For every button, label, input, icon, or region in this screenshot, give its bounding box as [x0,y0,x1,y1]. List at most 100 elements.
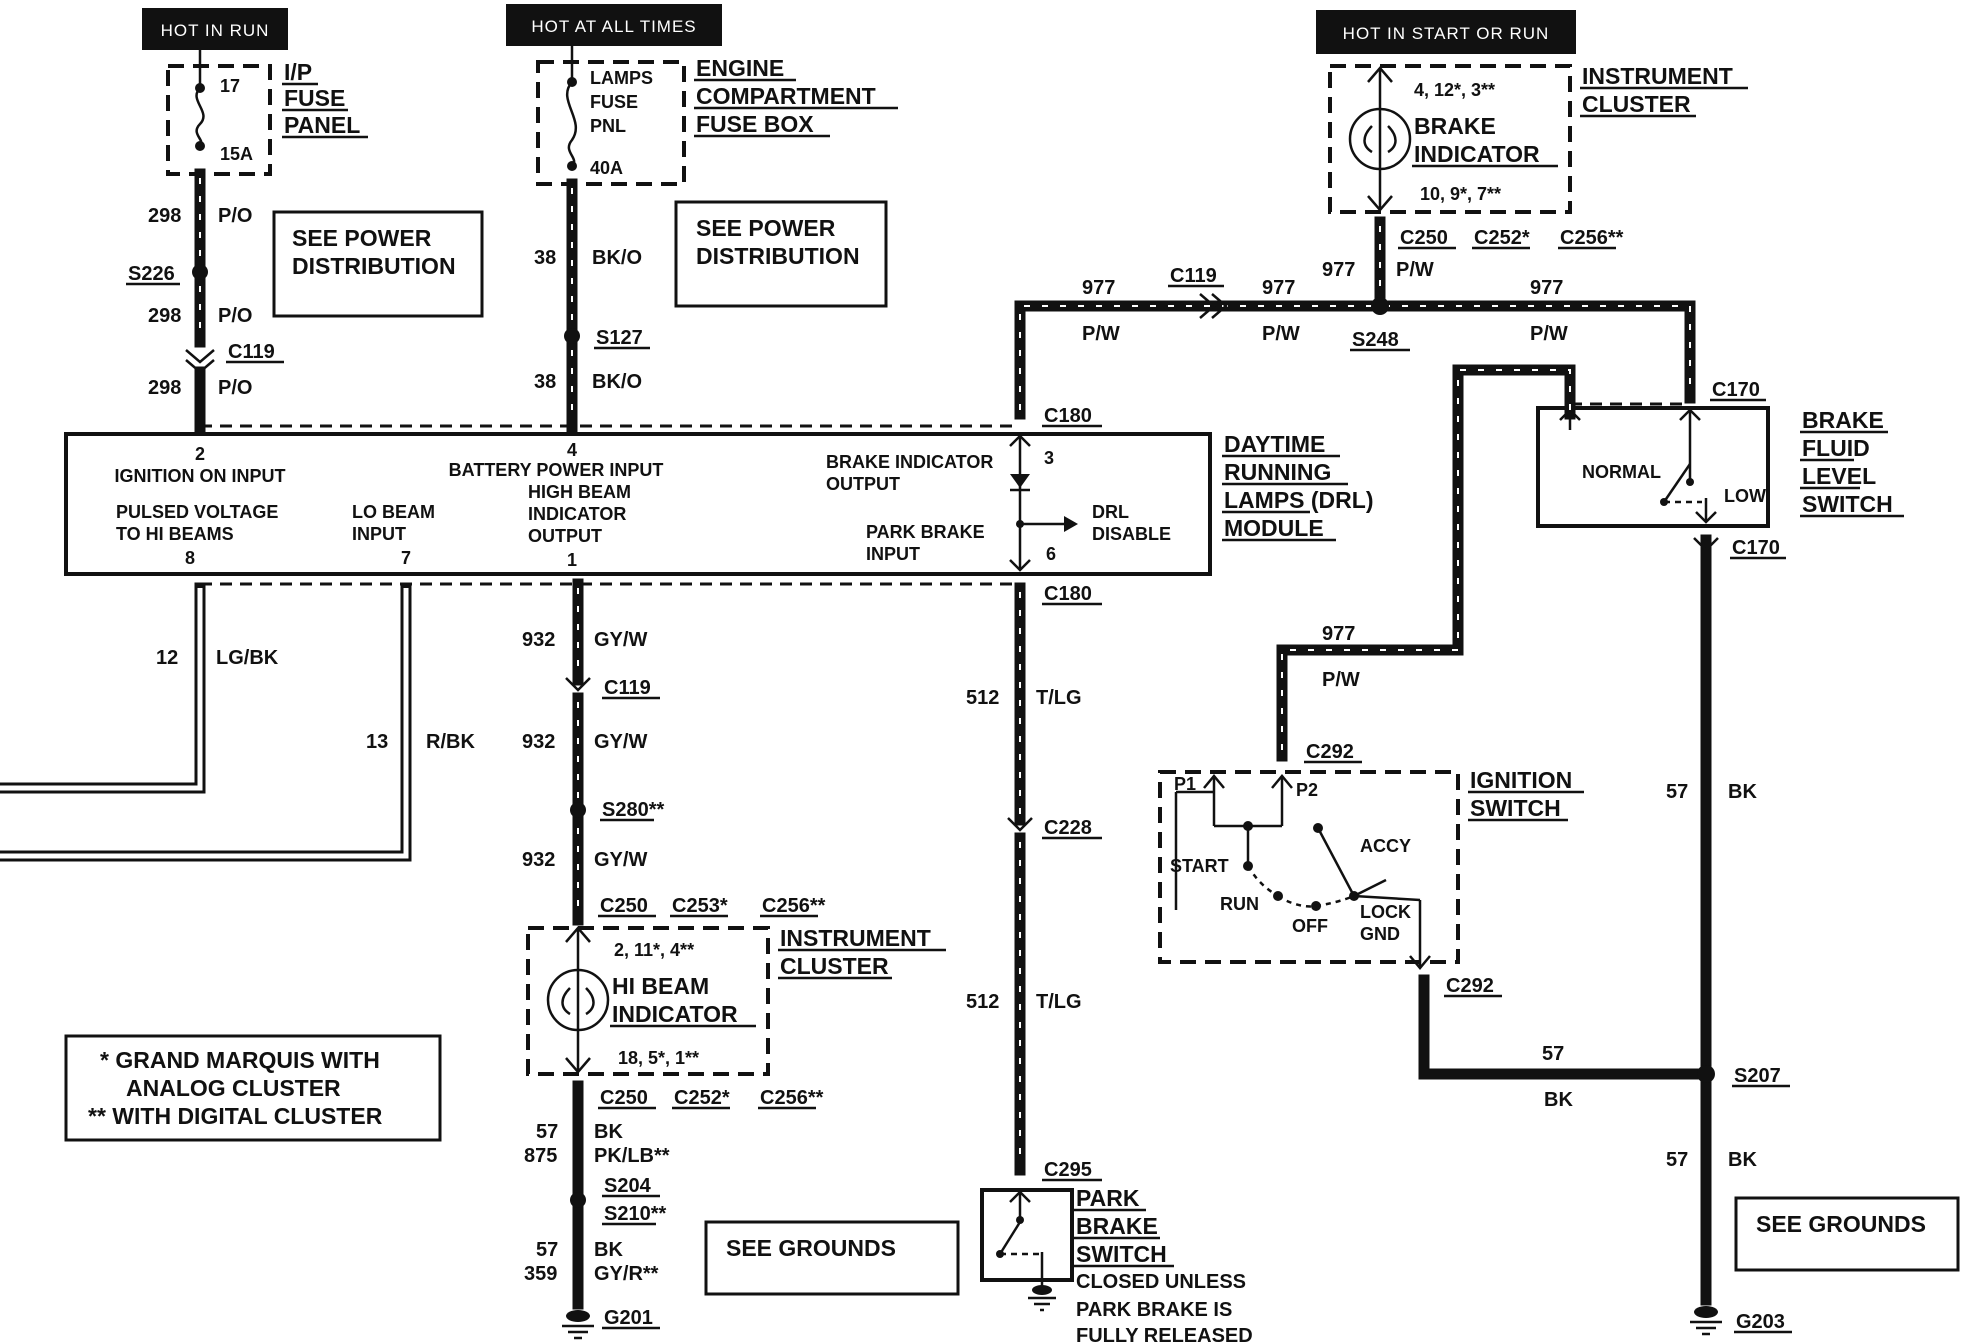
brake-indicator-lamp-icon [1348,107,1412,171]
svg-text:SWITCH: SWITCH [1802,491,1893,517]
header-hot-in-start-or-run: HOT IN START OR RUN [1316,10,1576,54]
svg-text:C180: C180 [1044,405,1092,427]
svg-text:PANEL: PANEL [284,112,360,138]
ip-fuse-panel: 17 15A I/P FUSE PANEL [166,50,368,176]
svg-text:S226: S226 [128,263,175,285]
svg-text:7: 7 [401,548,411,568]
svg-text:BRAKE INDICATOR: BRAKE INDICATOR [826,452,993,472]
svg-text:C180: C180 [1044,583,1092,605]
svg-text:6: 6 [1046,544,1056,564]
svg-text:DAYTIME: DAYTIME [1224,431,1325,457]
svg-text:359: 359 [524,1263,557,1285]
svg-text:BRAKE: BRAKE [1076,1213,1158,1239]
svg-text:HIGH BEAM: HIGH BEAM [528,482,631,502]
svg-text:BK/O: BK/O [592,247,642,269]
svg-text:C253*: C253* [672,895,728,917]
cluster-top-connectors: C250 C252* C256** [1398,227,1624,250]
svg-text:10, 9*, 7**: 10, 9*, 7** [1420,184,1501,204]
svg-text:C119: C119 [604,677,651,699]
svg-text:2, 11*, 4**: 2, 11*, 4** [614,940,694,960]
svg-text:P/O: P/O [218,205,252,227]
park-brake-switch: PARK BRAKE SWITCH CLOSED UNLESS PARK BRA… [980,1185,1253,1344]
svg-text:T/LG: T/LG [1036,991,1082,1013]
svg-text:C256**: C256** [760,1087,824,1109]
ground-wire-g201: C250 C252* C256** 57 BK 875 PK/LB** S204… [524,1080,824,1340]
svg-text:298: 298 [148,305,181,327]
splice-s127 [564,328,580,344]
wire-512: 512 T/LG C228 512 T/LG C295 [966,582,1102,1182]
brake-fluid-level-switch: NORMAL LOW C170 C170 BRAKE FLUID LEVEL S… [1536,379,1904,560]
wire-932: 932 GY/W C119 932 GY/W S280** 932 GY/W C… [522,578,826,926]
svg-text:2: 2 [195,444,205,464]
svg-text:38: 38 [534,371,556,393]
svg-text:ENGINE: ENGINE [696,55,784,81]
svg-text:FUSE: FUSE [590,92,638,112]
see-grounds-box-left: SEE GROUNDS [704,1220,960,1296]
svg-text:CLOSED UNLESS: CLOSED UNLESS [1076,1271,1246,1293]
svg-text:FULLY RELEASED: FULLY RELEASED [1076,1325,1253,1344]
svg-text:C228: C228 [1044,817,1092,839]
svg-text:P/O: P/O [218,305,252,327]
svg-text:* GRAND MARQUIS WITH: * GRAND MARQUIS WITH [100,1047,380,1073]
fuse-symbol [195,87,205,147]
svg-text:932: 932 [522,629,555,651]
svg-text:C250: C250 [600,895,648,917]
svg-text:SEE GROUNDS: SEE GROUNDS [1756,1211,1926,1237]
svg-text:DISTRIBUTION: DISTRIBUTION [292,253,456,279]
svg-text:3: 3 [1044,448,1054,468]
svg-text:** WITH DIGITAL CLUSTER: ** WITH DIGITAL CLUSTER [88,1103,383,1129]
svg-text:BK: BK [1544,1089,1573,1111]
svg-text:BK: BK [594,1121,623,1143]
ground-icon [1690,1306,1722,1336]
header-hot-at-all-times: HOT AT ALL TIMES [506,4,722,46]
svg-text:932: 932 [522,731,555,753]
svg-text:R/BK: R/BK [426,731,475,753]
svg-text:P/W: P/W [1322,669,1360,691]
svg-text:START: START [1170,856,1229,876]
header-hot-in-run: HOT IN RUN [142,8,288,50]
svg-text:977: 977 [1530,277,1563,299]
svg-text:INDICATOR: INDICATOR [528,504,626,524]
svg-text:SEE POWER: SEE POWER [696,215,836,241]
svg-text:12: 12 [156,647,178,669]
svg-text:57: 57 [1666,1149,1688,1171]
svg-text:ANALOG CLUSTER: ANALOG CLUSTER [126,1075,341,1101]
see-grounds-box-right: SEE GROUNDS [1734,1196,1960,1272]
wire-298: 298 P/O S226 298 P/O C119 298 P/O [126,168,284,434]
svg-text:OUTPUT: OUTPUT [528,526,602,546]
svg-text:C250: C250 [600,1087,648,1109]
svg-text:INPUT: INPUT [352,524,406,544]
svg-text:1: 1 [567,550,577,570]
splice-s226 [192,264,208,280]
svg-text:P1: P1 [1174,774,1196,794]
svg-text:PARK BRAKE: PARK BRAKE [866,522,985,542]
wire-12-13: 12 LG/BK 13 R/BK [0,582,475,862]
ground-wire-g203: 57 BK 57 BK S207 57 BK G203 [1418,534,1792,1336]
svg-text:18, 5*, 1**: 18, 5*, 1** [618,1048,699,1068]
svg-text:PULSED VOLTAGE: PULSED VOLTAGE [116,502,278,522]
svg-text:HOT IN RUN: HOT IN RUN [161,21,270,40]
svg-text:977: 977 [1322,259,1355,281]
svg-text:S127: S127 [596,327,643,349]
svg-text:LO BEAM: LO BEAM [352,502,435,522]
svg-text:4, 12*, 3**: 4, 12*, 3** [1414,80,1495,100]
svg-text:C119: C119 [1170,265,1217,287]
svg-text:GY/R**: GY/R** [594,1263,659,1285]
svg-text:RUN: RUN [1220,894,1259,914]
see-power-distribution-box-left: SEE POWER DISTRIBUTION [272,210,484,318]
svg-text:P/W: P/W [1530,323,1568,345]
svg-text:HOT AT ALL TIMES: HOT AT ALL TIMES [531,17,696,36]
svg-text:PARK BRAKE IS: PARK BRAKE IS [1076,1299,1232,1321]
svg-text:PNL: PNL [590,116,626,136]
svg-text:C295: C295 [1044,1159,1092,1181]
svg-text:LEVEL: LEVEL [1802,463,1876,489]
hi-beam-indicator-lamp-icon [546,968,610,1032]
svg-text:SEE POWER: SEE POWER [292,225,432,251]
wire-977-ignition: 977 P/W [1276,364,1576,762]
splice-s204 [570,1192,586,1208]
svg-text:P/W: P/W [1262,323,1300,345]
svg-text:P/O: P/O [218,377,252,399]
svg-text:T/LG: T/LG [1036,687,1082,709]
svg-text:38: 38 [534,247,556,269]
